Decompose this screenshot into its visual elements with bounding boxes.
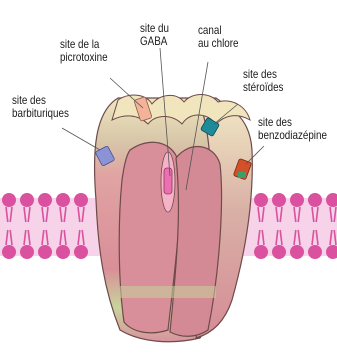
chloride-channel-label: canal au chlore — [198, 24, 238, 50]
membrane-head-bottom — [20, 245, 34, 259]
membrane-head-top — [254, 193, 268, 207]
gaba-label-line2: GABA — [140, 35, 169, 48]
membrane-head-top — [308, 193, 322, 207]
benzodiazepine-label-line2: benzodiazépine — [258, 129, 327, 142]
benzodiazepine-site-label: site des benzodiazépine — [258, 116, 327, 142]
gaba-site-label: site du GABA — [140, 22, 169, 48]
membrane-head-top — [38, 193, 52, 207]
membrane-head-bottom — [74, 245, 88, 259]
membrane-head-top — [2, 193, 16, 207]
membrane-head-top — [20, 193, 34, 207]
membrane-head-top — [290, 193, 304, 207]
membrane-head-bottom — [290, 245, 304, 259]
membrane-head-bottom — [308, 245, 322, 259]
picrotoxin-site-label: site de la picrotoxine — [60, 38, 108, 64]
steroid-label-line2: stéroïdes — [243, 81, 283, 94]
membrane-head-top — [272, 193, 286, 207]
membrane-head-bottom — [272, 245, 286, 259]
barbiturate-label-line2: barbituriques — [12, 107, 69, 120]
leader-barbiturate — [62, 128, 100, 150]
receptor-body — [95, 95, 253, 342]
membrane-head-bottom — [254, 245, 268, 259]
chloride-label-line2: au chlore — [198, 37, 238, 50]
membrane-head-top — [74, 193, 88, 207]
benzodiazepine-site-inner — [238, 172, 246, 178]
barbiturate-site-label: site des barbituriques — [12, 94, 69, 120]
picrotoxin-label-line2: picrotoxine — [60, 51, 108, 64]
gaba-site-marker — [164, 168, 172, 194]
membrane-head-bottom — [56, 245, 70, 259]
membrane-head-top — [56, 193, 70, 207]
membrane-head-bottom — [38, 245, 52, 259]
membrane-head-bottom — [2, 245, 16, 259]
green-band — [120, 286, 216, 298]
steroid-site-label: site des stéroïdes — [243, 68, 283, 94]
